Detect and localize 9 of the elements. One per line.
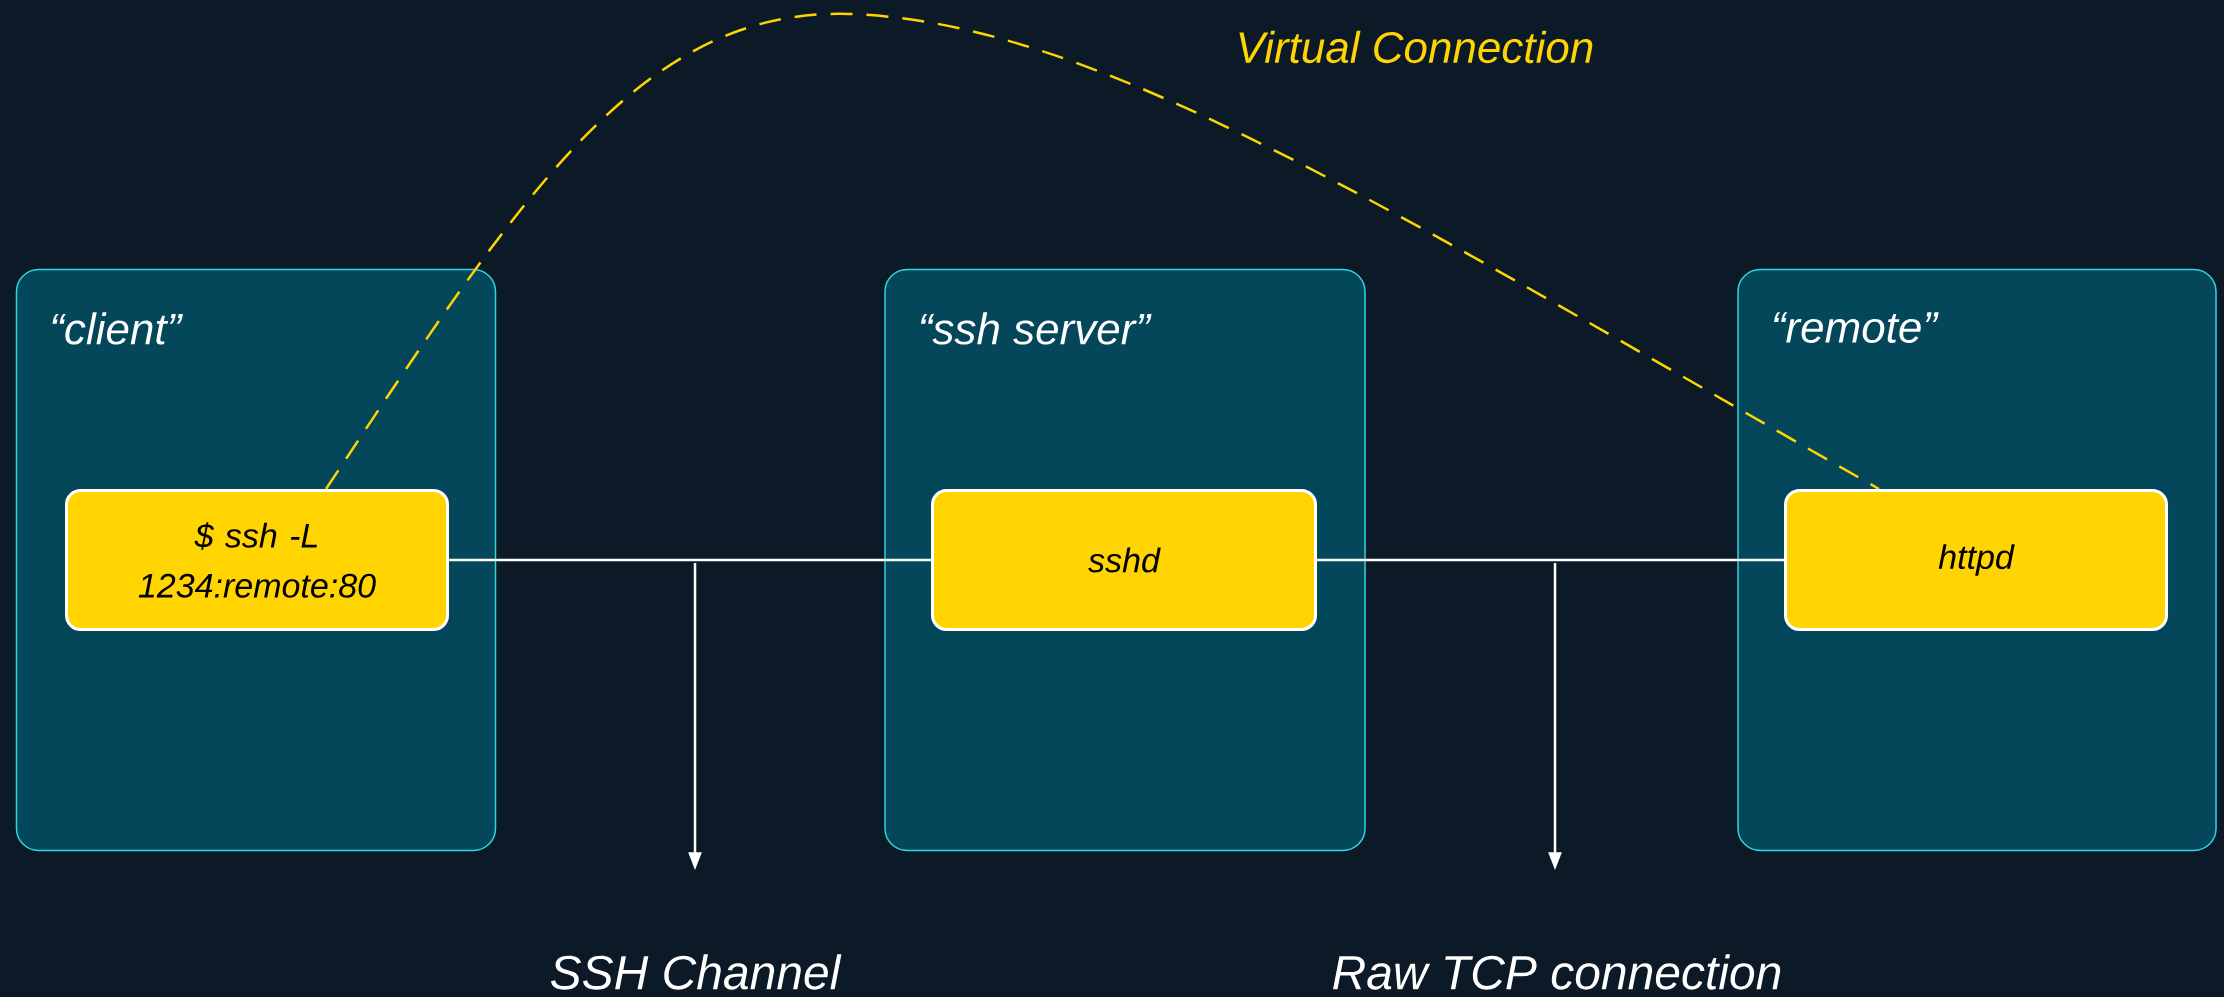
caption-text: SSH Channel xyxy=(550,954,842,990)
dashed-curve xyxy=(324,12,1880,491)
process-box: httpd xyxy=(1784,489,2168,631)
process-box: sshd xyxy=(931,489,1317,631)
connector-line xyxy=(449,558,931,562)
edge-label: Virtual Connection xyxy=(1232,27,1598,67)
caption-text: Raw TCP connection xyxy=(1333,954,1781,990)
connector-line xyxy=(1317,558,1784,562)
process-box: $ ssh -L 1234:remote:80 xyxy=(65,489,449,631)
